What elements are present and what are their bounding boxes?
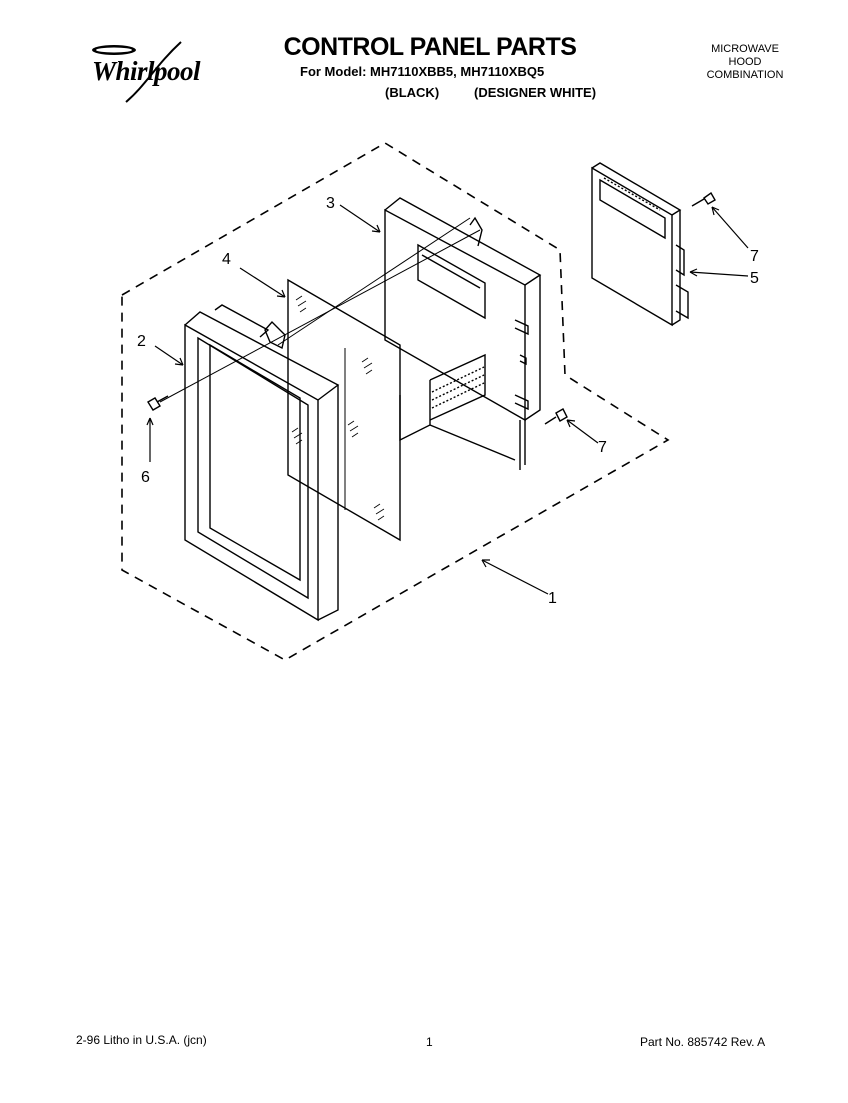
variant-white: (DESIGNER WHITE) [474, 85, 597, 100]
electronic-control-board [591, 162, 689, 327]
brand-name: Whirlpool [92, 56, 201, 86]
category-line-1: MICROWAVE [711, 43, 779, 55]
model-line: For Model: MH7110XBB5, MH7110XBQ5 [300, 64, 545, 79]
callout-2: 2 [137, 333, 146, 350]
screw-part-7-lower [544, 408, 568, 425]
control-housing [384, 197, 542, 470]
category-line-3: COMBINATION [706, 69, 784, 81]
screw-part-7-upper [691, 191, 716, 207]
callout-5: 5 [750, 270, 759, 287]
litho-note: 2-96 Litho in U.S.A. (jcn) [76, 1033, 207, 1047]
screw-part-6 [147, 395, 169, 411]
callout-6: 6 [141, 469, 150, 486]
callout-7-lower: 7 [598, 439, 607, 456]
product-category: MICROWAVE HOOD COMBINATION [690, 43, 800, 82]
control-overlay [287, 278, 401, 542]
callout-3: 3 [326, 195, 335, 212]
control-panel-frame [184, 304, 340, 622]
logo-swoosh-icon [92, 41, 182, 103]
whirlpool-logo: Whirlpool [86, 40, 216, 106]
callout-leaders [146, 204, 749, 595]
part-number: Part No. 885742 Rev. A [640, 1035, 766, 1049]
callout-1: 1 [548, 590, 557, 607]
assembly-guide-line [159, 229, 481, 403]
category-line-2: HOOD [728, 56, 762, 68]
assembly-boundary [121, 142, 670, 661]
callout-7-upper: 7 [750, 248, 759, 265]
page-number: 1 [426, 1035, 433, 1049]
variant-black: (BLACK) [385, 85, 440, 100]
page-title: CONTROL PANEL PARTS [283, 33, 577, 61]
assembly-guide-line [277, 217, 471, 346]
callout-4: 4 [222, 251, 231, 268]
